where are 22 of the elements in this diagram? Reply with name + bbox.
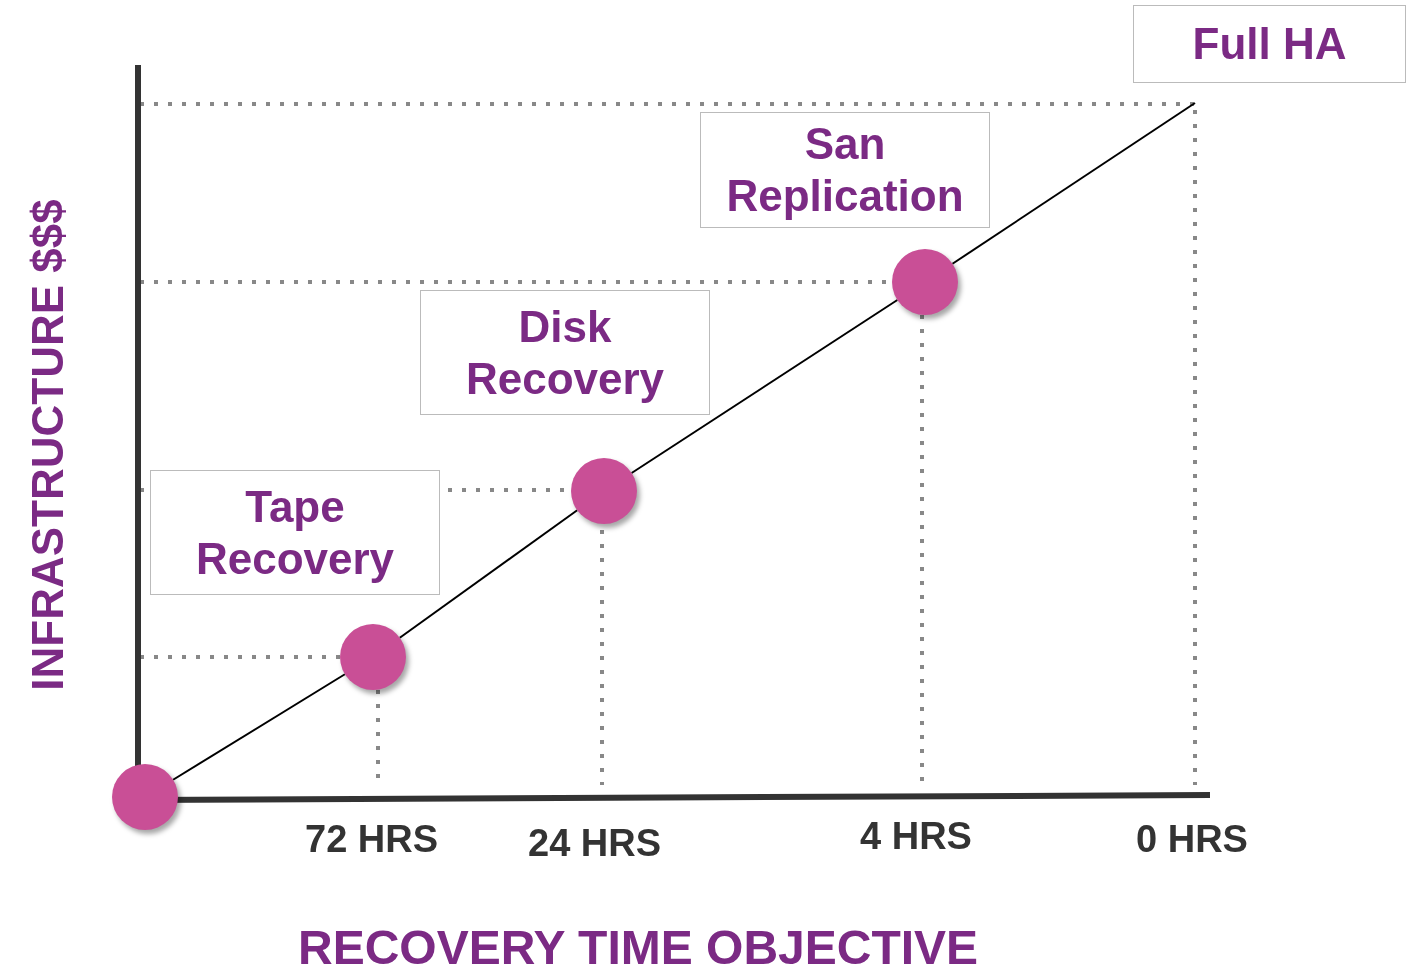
point-marker [892, 249, 958, 315]
label-box [700, 112, 990, 228]
tick-label: 72 HRS [305, 818, 439, 861]
connector-line [630, 299, 899, 474]
point-marker [112, 764, 178, 830]
connector-line [172, 673, 346, 781]
label-box [150, 470, 440, 595]
connector-line [398, 509, 579, 639]
tick-label: 0 HRS [1136, 818, 1248, 861]
box-title: Disk Recovery [464, 300, 666, 405]
point-marker [571, 458, 637, 524]
tick-label: 4 HRS [860, 815, 972, 858]
axis-title: RECOVERY TIME OBJECTIVE [298, 920, 979, 972]
axis-title: INFRASTRUCTURE $$$ [23, 198, 73, 693]
box-title: Full HA [1192, 18, 1347, 70]
box-title: Tape Recovery [194, 480, 396, 585]
tick-label: 24 HRS [528, 822, 662, 865]
label-box [420, 290, 710, 415]
connector-line [951, 102, 1196, 265]
label-box [1133, 5, 1406, 83]
point-marker [340, 624, 406, 690]
box-title: San Replication [725, 118, 965, 222]
